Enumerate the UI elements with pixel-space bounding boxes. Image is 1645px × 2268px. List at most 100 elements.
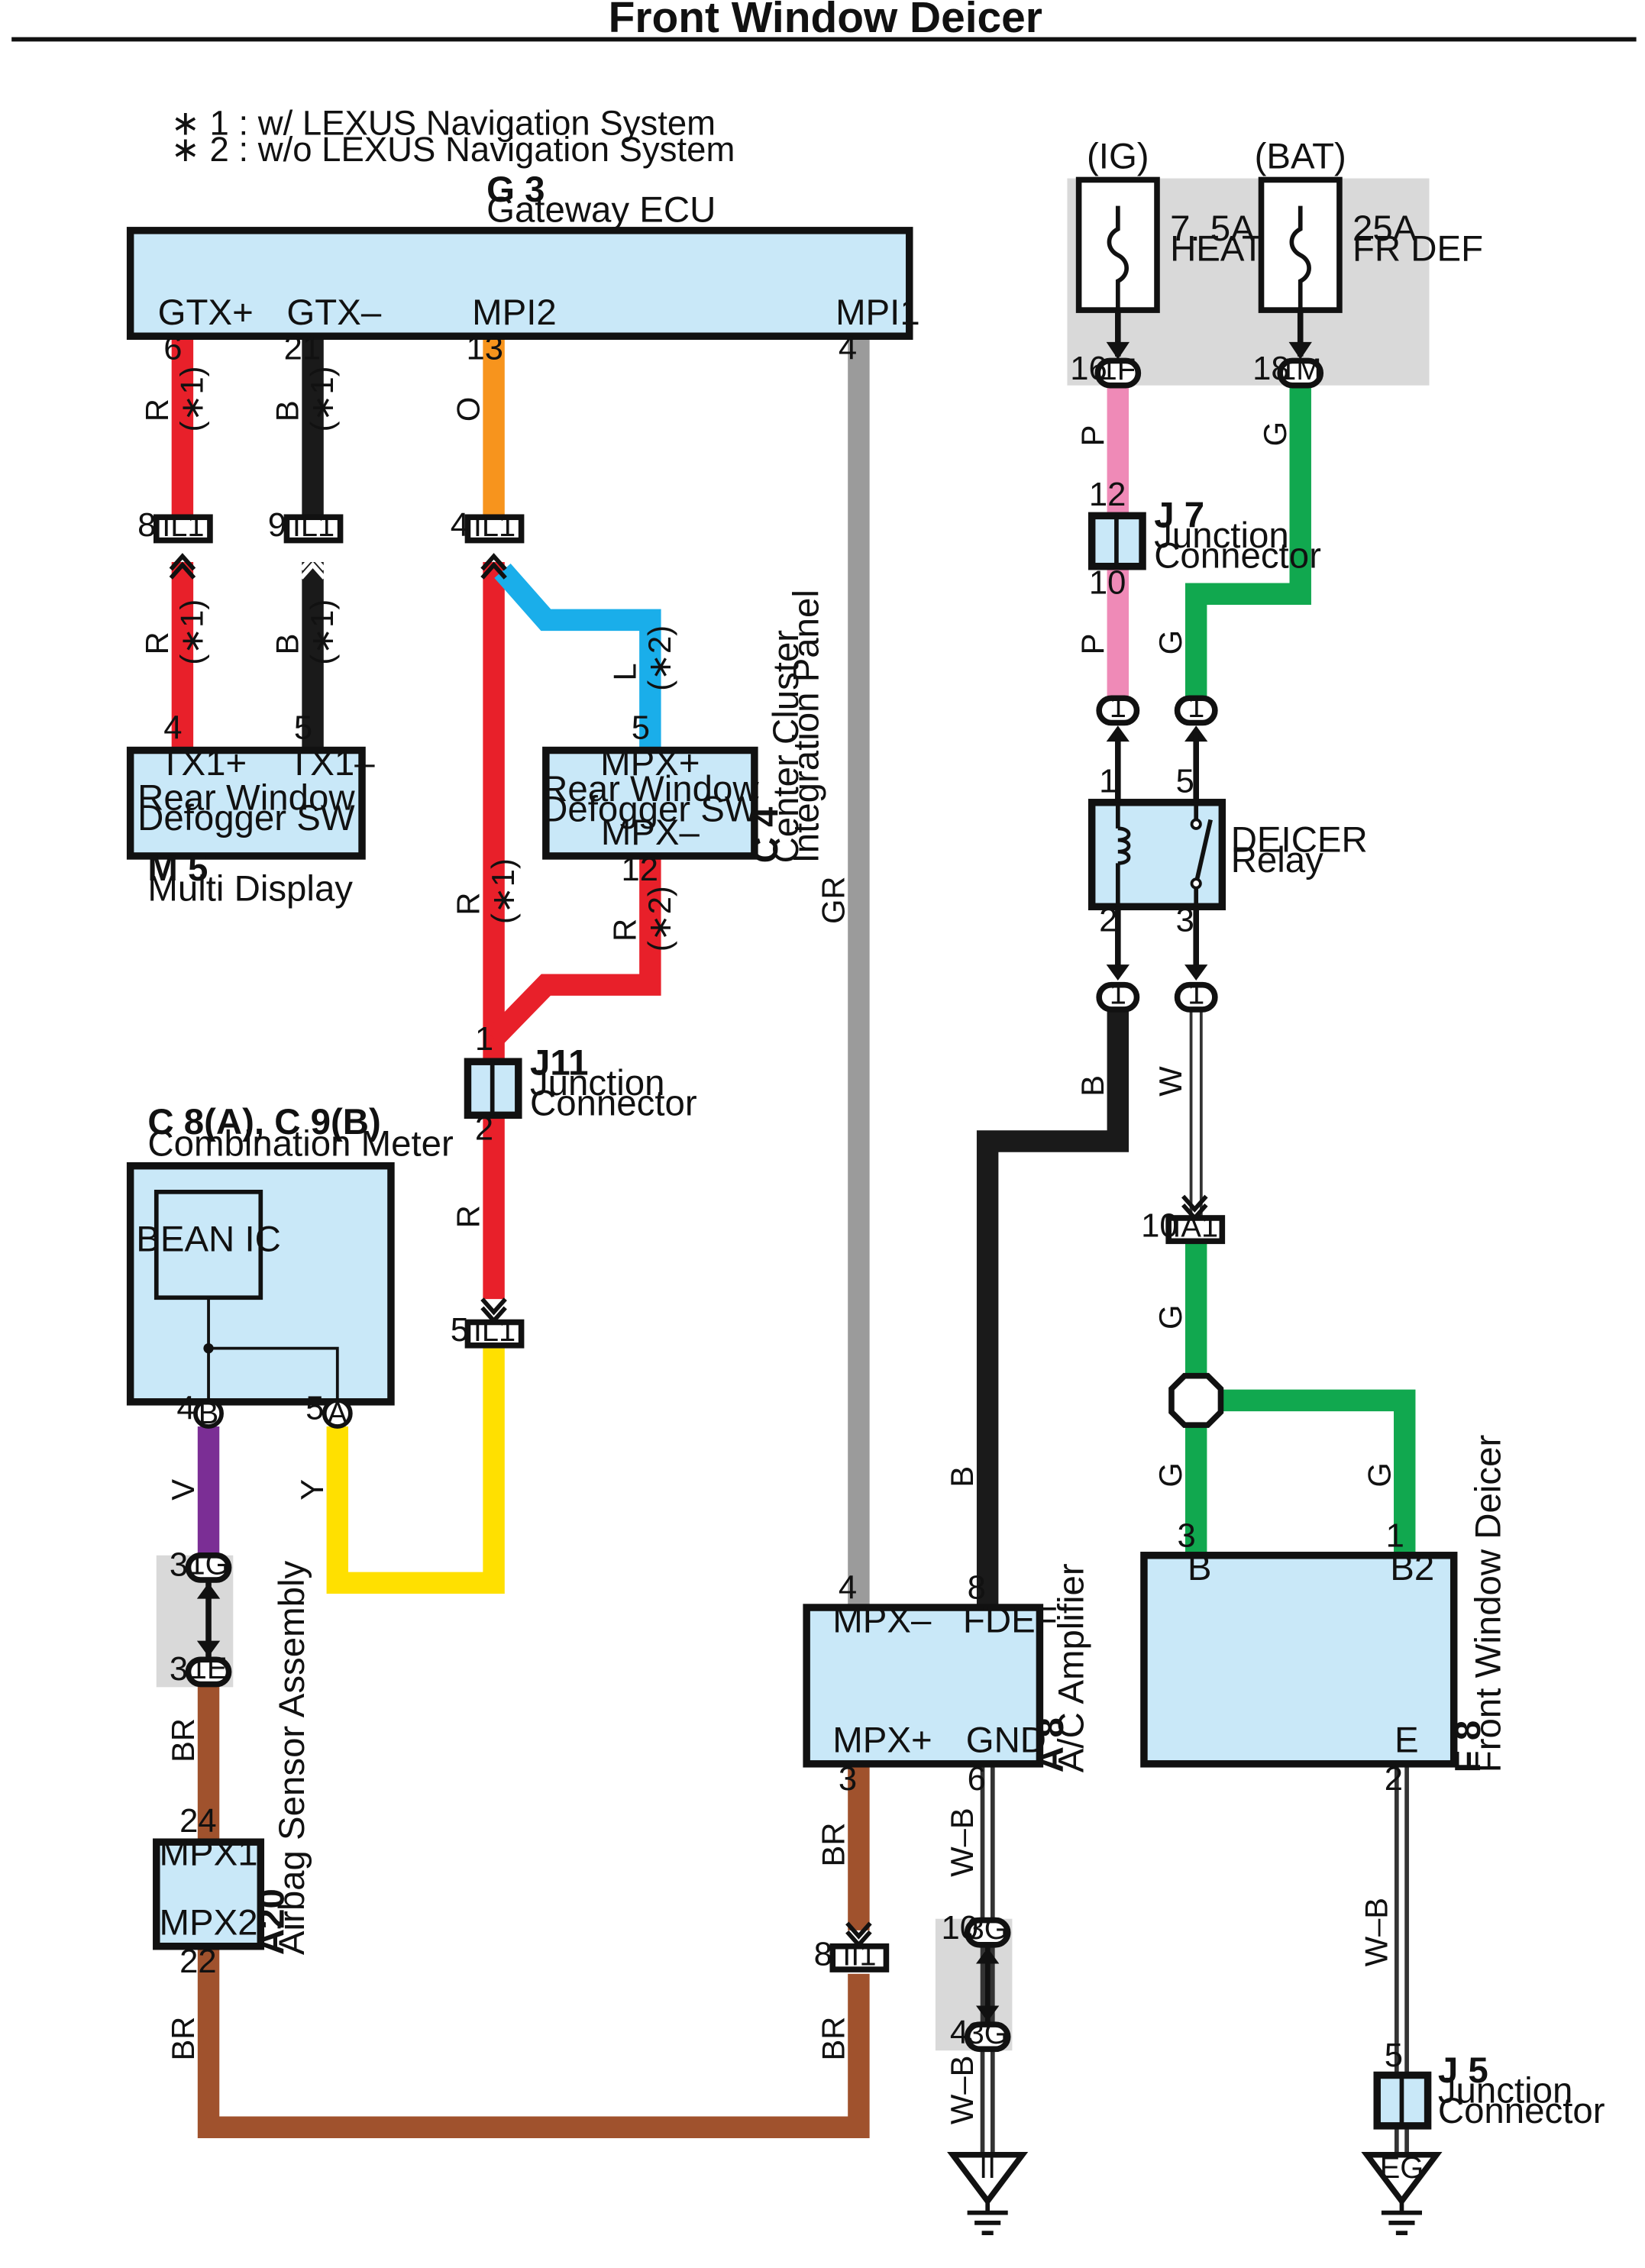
relay-coil bbox=[1117, 826, 1131, 865]
c4-pin-mpxm: MPX– bbox=[601, 813, 700, 853]
svg-text:1G: 1G bbox=[188, 1547, 228, 1581]
wc-n1-2: (∗1) bbox=[304, 366, 340, 431]
c8-name: Combination Meter bbox=[147, 1123, 453, 1164]
arrow-1g bbox=[196, 1582, 221, 1599]
wc-n1-3: (∗1) bbox=[173, 599, 209, 665]
pin-3-1g: 3 bbox=[170, 1546, 188, 1583]
arrow-up-il1-gtxm bbox=[299, 553, 326, 571]
c8-id: C 8(A), C 9(B) bbox=[147, 1102, 380, 1142]
fuse1-arrow bbox=[1106, 341, 1130, 360]
g3-id: G 3 bbox=[486, 170, 545, 210]
connector-1m: 1M bbox=[1277, 353, 1324, 389]
fuse2-arrow bbox=[1288, 341, 1312, 360]
arrow-down-ii1 bbox=[845, 1921, 872, 1940]
j5-id: J 5 bbox=[1438, 2050, 1488, 2091]
g3-pin-gtxm: GTX– bbox=[286, 292, 381, 333]
multi-display-box bbox=[126, 746, 366, 860]
fuse2-name: FR DEF bbox=[1353, 229, 1483, 270]
pin-3-1e: 3 bbox=[170, 1651, 188, 1688]
connector-1-relay-in-left: 1 bbox=[1096, 690, 1140, 726]
connector-il1-gtxp: IL1 bbox=[153, 509, 213, 544]
pin-4-mpi1: 4 bbox=[839, 331, 857, 367]
j7-name-2: Connector bbox=[1154, 536, 1321, 577]
wire-br-a20-ii1 bbox=[197, 1946, 870, 2138]
arrow-up-il1-gtxp bbox=[169, 553, 196, 571]
arrow-up2-il1-mpi2 bbox=[480, 561, 507, 580]
svg-text:IL1: IL1 bbox=[292, 509, 334, 543]
pin-8-ii1: 8 bbox=[814, 1936, 832, 1972]
svg-text:1F: 1F bbox=[1100, 353, 1136, 386]
pin-6-gtxp: 6 bbox=[163, 331, 182, 367]
arrow-up2-il1-gtxp bbox=[169, 561, 196, 580]
pin-1-j11: 1 bbox=[475, 1021, 493, 1058]
pin-12-j7: 12 bbox=[1089, 477, 1126, 513]
ground-eg: EG bbox=[1361, 2151, 1443, 2236]
relay-contact-blade bbox=[1194, 819, 1213, 884]
fuse1-symbol bbox=[1107, 205, 1130, 311]
pin-4-a8: 4 bbox=[839, 1570, 857, 1607]
wire-r-c4-j11 bbox=[486, 855, 661, 1046]
ground-ii: II bbox=[947, 2151, 1029, 2236]
center-cluster-box bbox=[542, 746, 758, 860]
svg-text:B: B bbox=[199, 1397, 219, 1430]
wc-r-5: R bbox=[451, 1205, 486, 1228]
m5-pin-tx1m: TX1– bbox=[288, 743, 375, 783]
meter-pin-a: A bbox=[322, 1397, 353, 1430]
pin-5-meter: 5 bbox=[305, 1391, 324, 1427]
pin-22-a20: 22 bbox=[179, 1943, 217, 1980]
svg-text:IL1: IL1 bbox=[162, 509, 204, 543]
connector-ii1: II1 bbox=[829, 1938, 890, 1972]
g3-pin-gtxp: GTX+ bbox=[158, 292, 254, 333]
j5-name-1: Junction bbox=[1438, 2071, 1573, 2111]
c4-name-2: Integration Panel bbox=[786, 590, 826, 863]
wc-wb-3: W–B bbox=[1358, 1898, 1394, 1966]
wc-n1-4: (∗1) bbox=[304, 599, 340, 665]
bean-ic-branch bbox=[208, 1346, 339, 1402]
pin-12-c4: 12 bbox=[621, 851, 658, 888]
pin-4-3g: 4 bbox=[950, 2014, 968, 2051]
fuse1-rating: 7. 5A bbox=[1170, 208, 1255, 249]
svg-text:1: 1 bbox=[1110, 977, 1126, 1010]
airbag-sensor-box bbox=[153, 1838, 265, 1950]
pin-13-mpi2: 13 bbox=[467, 331, 504, 367]
relay-contact-dot-top bbox=[1190, 818, 1202, 830]
m5-label-1: Rear Window bbox=[137, 777, 355, 818]
c4-label-1: Rear Window bbox=[541, 769, 759, 809]
arrow-down-il1-j11 bbox=[480, 1297, 507, 1316]
wc-r-1: R bbox=[139, 399, 175, 422]
svg-text:A: A bbox=[328, 1397, 348, 1430]
pin-24-a20: 24 bbox=[179, 1803, 217, 1840]
g3-pin-mpi1: MPI1 bbox=[835, 292, 920, 333]
wc-br-2: BR bbox=[165, 2017, 201, 2061]
wc-y: Y bbox=[294, 1479, 330, 1501]
j7-name-1: Junction bbox=[1154, 515, 1289, 556]
pin-5-c4: 5 bbox=[632, 709, 650, 746]
page-title: Front Window Deicer bbox=[609, 0, 1042, 42]
connector-1g: 1G bbox=[185, 1547, 232, 1583]
a8-pin-gnd: GND bbox=[966, 1720, 1046, 1761]
connector-1f: 1F bbox=[1094, 353, 1142, 389]
j11-id: J11 bbox=[530, 1042, 588, 1083]
pin-5-m5: 5 bbox=[294, 709, 312, 746]
wc-l: L bbox=[606, 663, 642, 680]
m5-pin-tx1p: TX1+ bbox=[160, 743, 247, 783]
m5-id: M 5 bbox=[147, 848, 208, 889]
svg-text:3G: 3G bbox=[968, 1912, 1008, 1946]
m5-name: Multi Display bbox=[147, 869, 353, 909]
svg-text:1: 1 bbox=[1110, 690, 1126, 724]
pin-5-il1-lower: 5 bbox=[451, 1312, 469, 1349]
pin-4-il1: 4 bbox=[451, 507, 469, 544]
note-1: ∗ 1 : w/ LEXUS Navigation System bbox=[171, 104, 716, 143]
bean-ic-box bbox=[154, 1190, 263, 1300]
pin-9-il1: 9 bbox=[268, 507, 286, 544]
wc-b-2: B bbox=[270, 634, 305, 655]
ac-amplifier-box bbox=[803, 1604, 1044, 1768]
j11-name-1: Junction bbox=[530, 1063, 665, 1103]
relay-name-2: Relay bbox=[1231, 840, 1323, 880]
connector-il1-mpi2: IL1 bbox=[464, 509, 525, 544]
a8-pin-mpxp: MPX+ bbox=[832, 1720, 932, 1761]
wc-br-4: BR bbox=[815, 2017, 851, 2061]
pin-8-il1: 8 bbox=[137, 507, 156, 544]
c4-id: C 4 bbox=[745, 806, 786, 863]
wc-r-4: R bbox=[606, 919, 642, 942]
